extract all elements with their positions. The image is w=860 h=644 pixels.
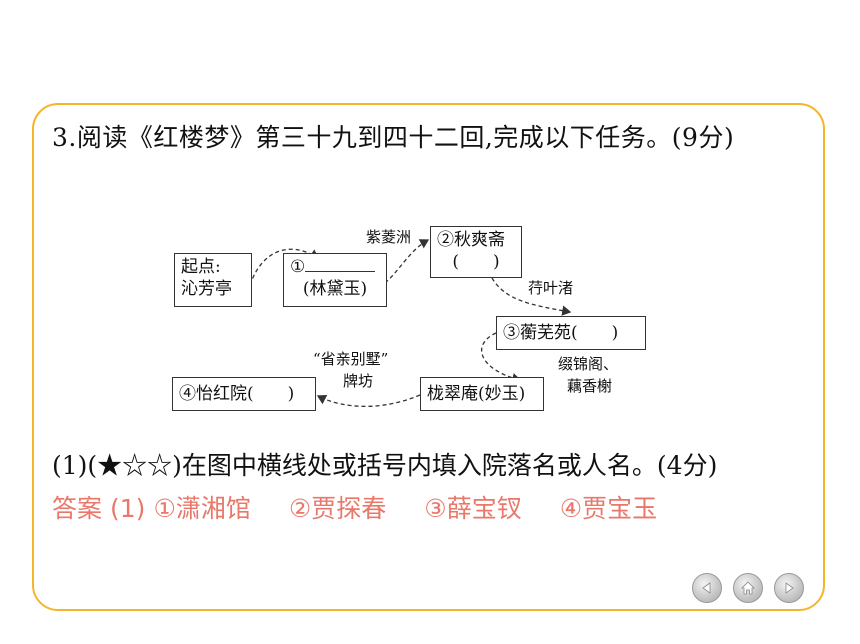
label-xingqin: “省亲别墅” [313,350,389,368]
node5-label: ④怡红院( ) [179,384,295,404]
node2-line1: ②秋爽斋 [437,230,505,250]
node1-line2: (林黛玉) [302,279,368,299]
answer-label: 答案 [52,494,103,523]
node3-label: ③蘅芜苑( ) [503,323,619,343]
start-line1: 起点: [181,257,221,277]
answer-3: ③薛宝钗 [424,494,522,523]
arrow-2-to-3 [491,277,572,316]
arrow-4-to-5 [316,394,421,407]
answer-line: 答案(1)①潇湘馆 ②贾探春 ③薛宝钗 ④贾宝玉 [52,489,665,525]
label-xingye: 荇叶渚 [528,279,574,297]
node1-line1: ① [290,257,306,277]
node1-blank [305,256,376,272]
start-line2: 沁芳亭 [181,279,232,299]
label-paifang: 牌坊 [343,372,374,390]
diagram-start-node: 起点: 沁芳亭 [174,253,252,307]
diagram-node-4: 栊翠庵(妙玉) [420,377,544,411]
prev-button[interactable] [692,573,722,603]
label-zhuijin: 缀锦阁、 [558,355,619,373]
arrow-1-to-2 [384,239,430,284]
diagram-node-1: ① (林黛玉) [283,253,387,307]
diagram-node-5: ④怡红院( ) [172,377,316,411]
arrow-3-to-4 [481,332,522,384]
answer-prefix: (1) [110,494,146,523]
content-card [32,103,825,611]
answer-1: ①潇湘馆 [153,494,251,523]
home-button[interactable] [733,573,763,603]
next-button[interactable] [774,573,804,603]
diagram-node-2: ②秋爽斋 ( ) [430,226,522,278]
home-icon [741,581,755,595]
answer-2: ②贾探春 [288,494,387,523]
question-title: 3.阅读《红楼梦》第三十九到四十二回,完成以下任务。(9分) [52,123,735,152]
label-ziling: 紫菱洲 [366,228,412,246]
label-ouxiang: 藕香榭 [567,377,613,395]
node2-line2: ( ) [452,252,500,272]
arrow-right-icon [785,582,794,594]
diagram-node-3: ③蘅芜苑( ) [496,316,646,350]
answer-4: ④贾宝玉 [559,494,658,523]
arrow-start-to-1 [249,248,320,286]
node4-label: 栊翠庵(妙玉) [427,384,526,404]
subquestion-text: (1)(★☆☆)在图中横线处或括号内填入院落名或人名。(4分) [52,451,718,480]
arrow-left-icon [702,582,711,594]
